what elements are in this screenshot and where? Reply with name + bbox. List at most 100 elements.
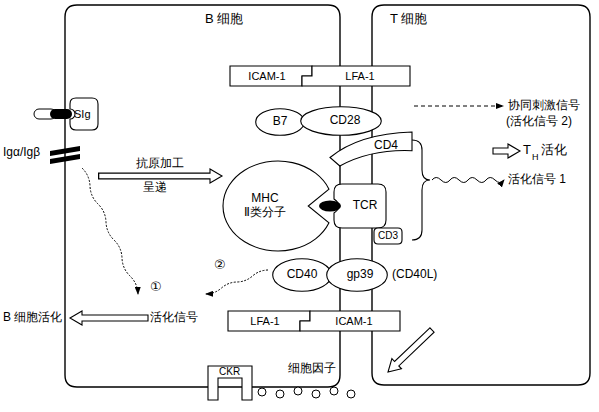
signal-wave-2 bbox=[206, 270, 268, 294]
shape-outline bbox=[374, 228, 402, 244]
molecule-label: Igα/Igβ bbox=[3, 146, 40, 160]
text-holder: CD28 bbox=[300, 106, 382, 136]
curly-brace bbox=[412, 140, 430, 240]
surface-ig: SIg bbox=[62, 98, 98, 178]
callout-number: ① bbox=[150, 280, 162, 295]
antigen-black-half bbox=[50, 109, 72, 119]
process-arrow bbox=[98, 169, 222, 183]
shape-outline bbox=[62, 98, 98, 178]
shape-outline bbox=[222, 160, 334, 252]
callout-number: ② bbox=[214, 258, 226, 273]
edge-label: 抗原加工 bbox=[136, 157, 184, 171]
t-cell-receptor: TCR bbox=[334, 184, 386, 228]
ellipse-shape bbox=[301, 107, 382, 136]
molecule-name: gp39 bbox=[347, 268, 374, 282]
text-holder: TCR bbox=[334, 184, 386, 228]
shape-outline bbox=[326, 258, 388, 292]
shape-outline bbox=[300, 106, 382, 136]
molecule-shape bbox=[302, 66, 410, 86]
mhc-molecule: MHC Ⅱ类分子 bbox=[222, 160, 334, 252]
molecule-name: CD3 bbox=[378, 230, 398, 242]
adhesion-molecule: LFA-1 bbox=[302, 66, 410, 86]
molecule-name: CD40 bbox=[287, 268, 318, 282]
arrow-head bbox=[210, 169, 222, 183]
cytokine-dot bbox=[294, 387, 302, 395]
adhesion-molecule: ICAM-1 bbox=[230, 66, 312, 86]
signal-wave-1 bbox=[82, 168, 138, 294]
molecule-name: MHC Ⅱ类分子 bbox=[234, 192, 296, 220]
molecule-name: TCR bbox=[353, 199, 378, 213]
text-holder: SIg bbox=[74, 108, 91, 121]
shape-outline bbox=[334, 184, 386, 228]
molecule-name: LFA-1 bbox=[250, 315, 279, 328]
molecule-label: 细胞因子 bbox=[288, 362, 336, 376]
molecule-shape bbox=[208, 366, 252, 400]
shape-outline bbox=[208, 366, 252, 400]
text-holder: LFA-1 bbox=[228, 311, 310, 331]
molecule-name: CD4 bbox=[374, 139, 398, 153]
hollow-arrow-cytokine bbox=[388, 328, 434, 372]
text-holder: T 细胞 bbox=[390, 12, 427, 27]
shape-outline bbox=[255, 108, 305, 136]
costim-dashed-arrow bbox=[414, 106, 503, 107]
hollow-arrow-b-activation bbox=[70, 311, 148, 325]
signal-label: (活化信号 2) bbox=[506, 115, 572, 129]
cytokine-dot bbox=[330, 387, 338, 395]
text-holder: B 细胞 bbox=[205, 12, 243, 27]
molecule-shape bbox=[330, 132, 412, 166]
ellipse-shape bbox=[256, 109, 305, 136]
arrow-outline bbox=[98, 173, 210, 180]
shape-outline bbox=[372, 5, 590, 385]
outcome-label: B 细胞活化 bbox=[3, 311, 62, 325]
cell-name: T 细胞 bbox=[390, 12, 427, 27]
molecule-name: CD28 bbox=[330, 114, 361, 128]
cytokine-dot bbox=[312, 390, 320, 398]
molecule-shape bbox=[228, 311, 310, 331]
cell-membrane bbox=[65, 5, 340, 387]
cytokine-dot bbox=[258, 388, 266, 396]
adhesion-molecule: LFA-1 bbox=[228, 311, 310, 331]
molecule-shape bbox=[230, 66, 312, 86]
molecule-name: CKR bbox=[219, 366, 240, 378]
costim-ligand: B7 bbox=[255, 108, 305, 136]
molecule-name: SIg bbox=[74, 108, 91, 121]
cytokine-receptor: CKR bbox=[208, 366, 252, 400]
text-holder: CD40 bbox=[272, 258, 332, 292]
text-holder: CKR bbox=[219, 366, 240, 378]
text-holder: LFA-1 bbox=[302, 66, 410, 86]
costim-receptor: CD28 bbox=[300, 106, 382, 136]
cd3-complex: CD3 bbox=[374, 228, 402, 244]
shape-outline bbox=[230, 66, 312, 86]
antigen-peptide bbox=[319, 201, 341, 212]
molecule-label: (CD40L) bbox=[392, 268, 437, 282]
b-cell: B 细胞 ICAM-1SIgB7MHC Ⅱ类分子 CD40LFA-1CKR bbox=[65, 5, 340, 387]
arrow-body bbox=[99, 174, 212, 179]
text-holder: ICAM-1 bbox=[230, 66, 312, 86]
signal-label: 活化信号 1 bbox=[508, 173, 566, 187]
molecule-shape bbox=[374, 228, 402, 244]
shape-outline bbox=[272, 258, 332, 292]
molecule-shape bbox=[334, 184, 386, 228]
cd40-molecule: CD40 bbox=[272, 258, 332, 292]
molecule-name: ICAM-1 bbox=[248, 70, 285, 83]
cell-membrane bbox=[372, 5, 590, 385]
subscript: H bbox=[532, 152, 539, 162]
signal-label: 活化信号 bbox=[150, 311, 198, 325]
cytokine-dot bbox=[347, 390, 355, 398]
text-holder: CD4 bbox=[374, 139, 398, 153]
shape-outline bbox=[330, 132, 412, 166]
molecule-shape bbox=[70, 98, 98, 130]
coreceptor: CD4 bbox=[330, 132, 412, 166]
ellipse-shape bbox=[273, 259, 332, 292]
molecule-name: B7 bbox=[273, 115, 288, 129]
signal-label: 协同刺激信号 bbox=[508, 99, 580, 113]
text-holder: MHC Ⅱ类分子 bbox=[222, 160, 334, 252]
hollow-arrow-th-activation bbox=[493, 144, 520, 158]
adhesion-molecule: ICAM-1 bbox=[300, 311, 400, 331]
text-holder: CD3 bbox=[374, 228, 402, 244]
